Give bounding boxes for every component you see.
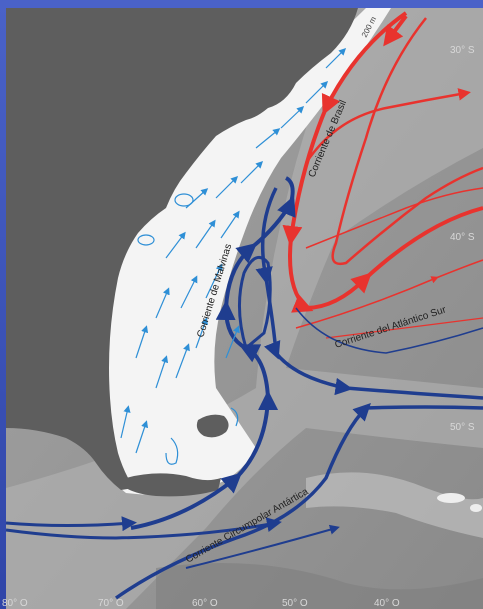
lat-30s: 30° S	[450, 45, 475, 56]
malvinas-current-system	[5, 176, 483, 600]
lon-80o: 80° O	[2, 598, 28, 609]
lon-70o: 70° O	[98, 598, 124, 609]
atlantico-sur-current	[295, 307, 483, 354]
tierra-del-fuego	[126, 473, 221, 497]
circumpolar-south	[185, 524, 340, 569]
south-america-land	[6, 8, 358, 490]
brasil-branch	[305, 187, 483, 249]
shelf-currents	[120, 47, 347, 465]
brasil-current-inner	[331, 17, 483, 266]
continental-shelf	[101, 8, 391, 495]
malvinas-return	[255, 187, 483, 400]
lat-40s: 40° S	[450, 232, 475, 243]
seafloor-ridge	[306, 472, 483, 538]
circumpolar-east	[365, 405, 483, 410]
lon-50o: 50° O	[282, 598, 308, 609]
island	[437, 493, 465, 503]
brasil-recirculation	[304, 88, 471, 164]
malvinas-current-main	[130, 176, 296, 530]
island	[470, 504, 482, 512]
circumpolar-lower	[5, 517, 282, 540]
seafloor-ridge-2	[156, 563, 483, 609]
circumpolar-current-north	[5, 516, 137, 532]
lon-60o: 60° O	[192, 598, 218, 609]
lon-40o: 40° O	[374, 598, 400, 609]
lat-50s: 50° S	[450, 422, 475, 433]
ocean-currents-map: 200 m Corriente de Brasil Corriente de M…	[2, 8, 483, 609]
brasil-arrow-top	[383, 14, 408, 47]
